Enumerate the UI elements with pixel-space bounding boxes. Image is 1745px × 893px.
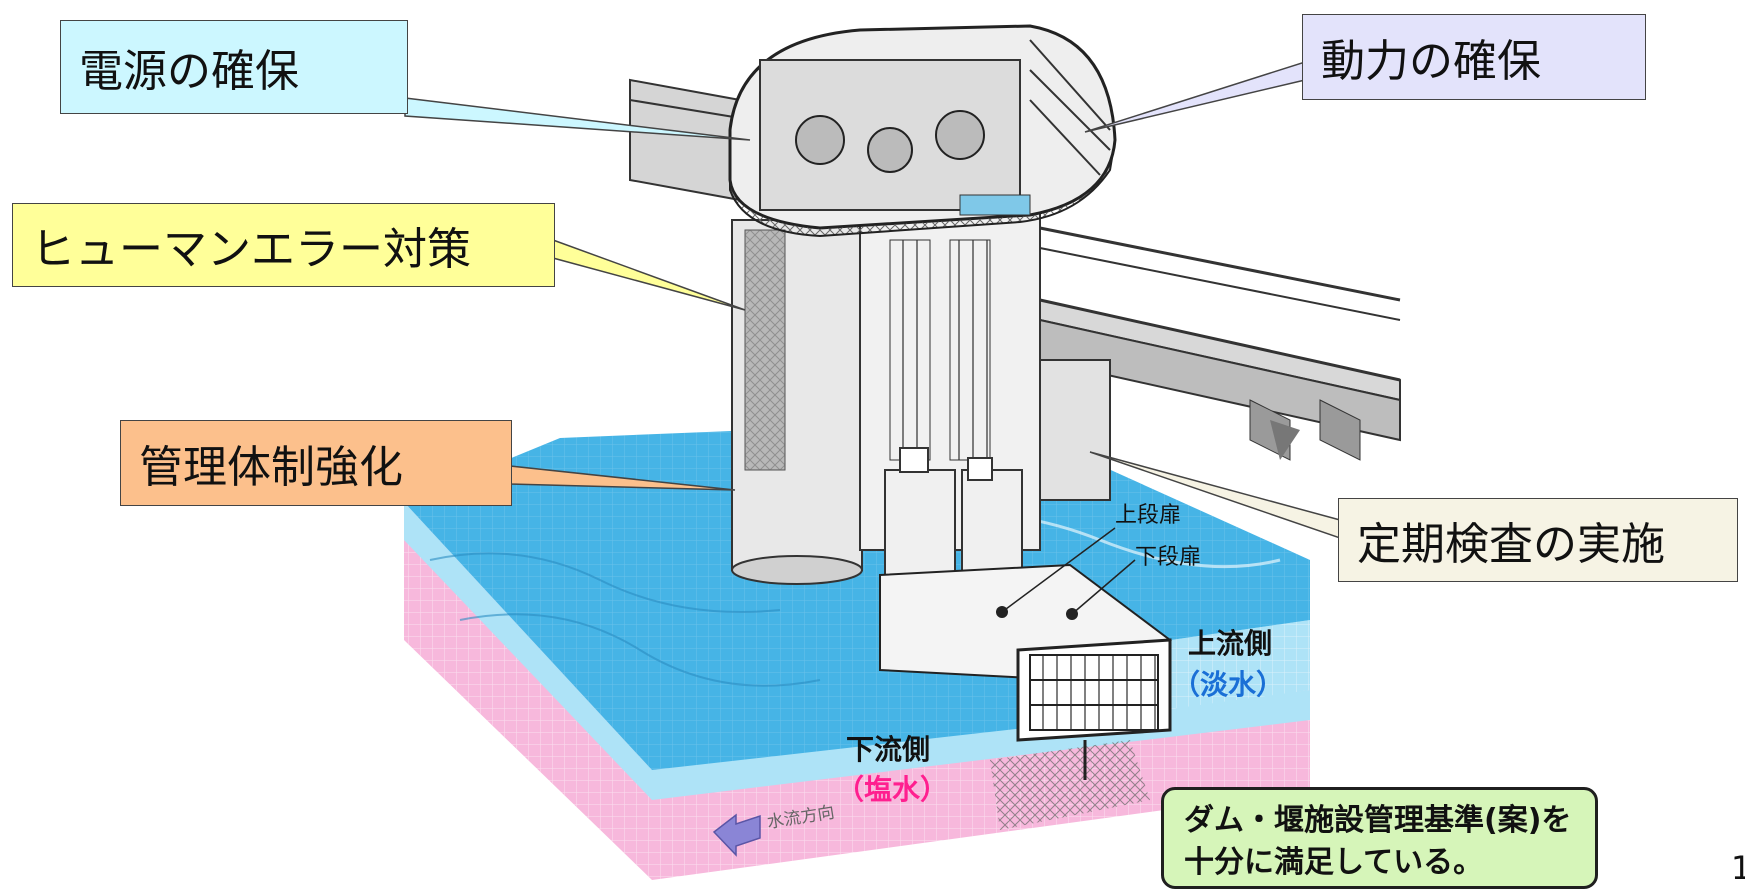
- callout-power-supply: 電源の確保: [60, 20, 408, 114]
- gate-pier-left: [731, 219, 863, 585]
- callout-inspection: 定期検査の実施: [1338, 498, 1738, 582]
- label-saltwater: （塩水）: [836, 773, 948, 806]
- standards-note-line2: 十分に満足している。: [1184, 845, 1484, 880]
- callout-management: 管理体制強化: [120, 420, 512, 506]
- bridge-deck: [1039, 226, 1401, 461]
- riverbed-hatching: [990, 740, 1150, 830]
- page-number: 1: [1731, 849, 1745, 887]
- machine-room-dome: [728, 24, 1117, 238]
- flow-direction-arrow-icon: [712, 813, 761, 857]
- label-upstream: 上流側: [1188, 627, 1272, 660]
- culvert-and-gates: [879, 527, 1173, 780]
- callout-motive-power: 動力の確保: [1302, 14, 1646, 100]
- label-lower-gate: 下段扉: [1135, 545, 1201, 570]
- left-deck: [629, 78, 741, 202]
- label-freshwater: （淡水）: [1172, 668, 1284, 701]
- callout-human-error-text: ヒューマンエラー対策: [31, 224, 471, 275]
- label-downstream: 下流側: [846, 733, 930, 766]
- callout-power-supply-text: 電源の確保: [79, 46, 299, 97]
- standards-note-line1: ダム・堰施設管理基準(案)を: [1184, 803, 1572, 838]
- label-upper-gate: 上段扉: [1115, 503, 1181, 528]
- standards-note: ダム・堰施設管理基準(案)を 十分に満足している。: [1161, 787, 1598, 889]
- callout-motive-power-text: 動力の確保: [1321, 36, 1541, 87]
- callout-inspection-text: 定期検査の実施: [1357, 519, 1665, 570]
- water-surface: [404, 420, 1310, 770]
- callout-human-error: ヒューマンエラー対策: [12, 203, 555, 287]
- callout-management-text: 管理体制強化: [139, 442, 403, 493]
